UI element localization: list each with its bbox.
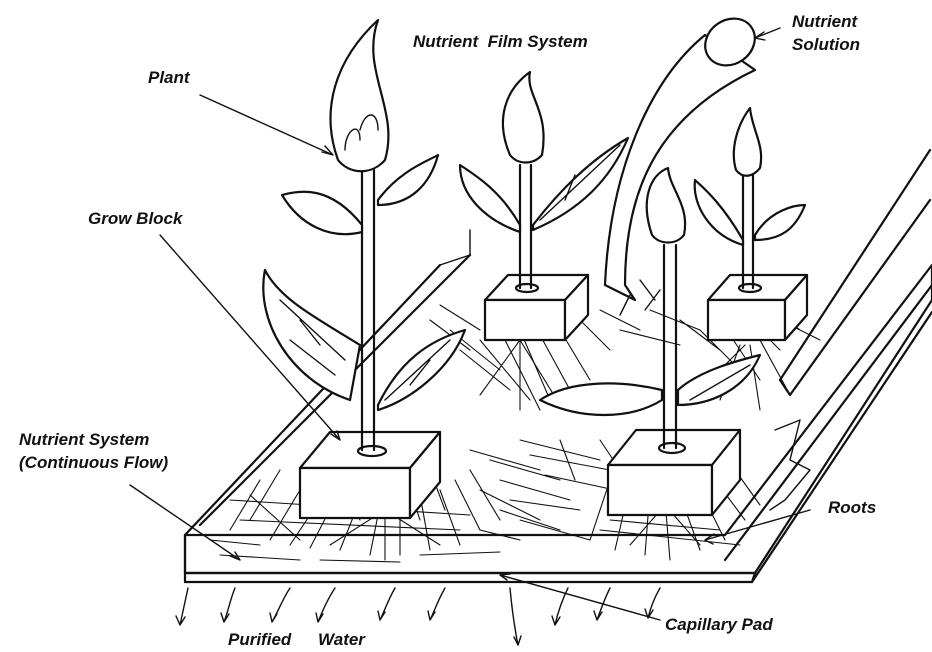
plant-back-left <box>460 72 628 288</box>
root-mat-center <box>470 440 620 540</box>
label-nutrient-system-line1: Nutrient System <box>19 430 149 449</box>
label-nutrient-solution-line2: Solution <box>792 35 860 54</box>
plant-back-right <box>695 108 805 288</box>
label-grow-block: Grow Block <box>88 209 184 228</box>
label-nutrient-system-line2: (Continuous Flow) <box>19 453 169 472</box>
label-plant: Plant <box>148 68 191 87</box>
label-water: Water <box>318 630 366 649</box>
grow-block-front-right <box>608 430 740 515</box>
label-capillary-pad: Capillary Pad <box>665 615 773 634</box>
title-nutrient-film-system: Nutrient Film System <box>413 32 588 51</box>
label-purified: Purified <box>228 630 292 649</box>
label-nutrient-solution-line1: Nutrient <box>792 12 859 31</box>
label-roots: Roots <box>828 498 876 517</box>
grow-block-back-left <box>485 275 588 340</box>
plant-front-left <box>263 20 465 450</box>
grow-block-back-right <box>708 275 807 340</box>
grow-block-front-left <box>300 432 440 518</box>
